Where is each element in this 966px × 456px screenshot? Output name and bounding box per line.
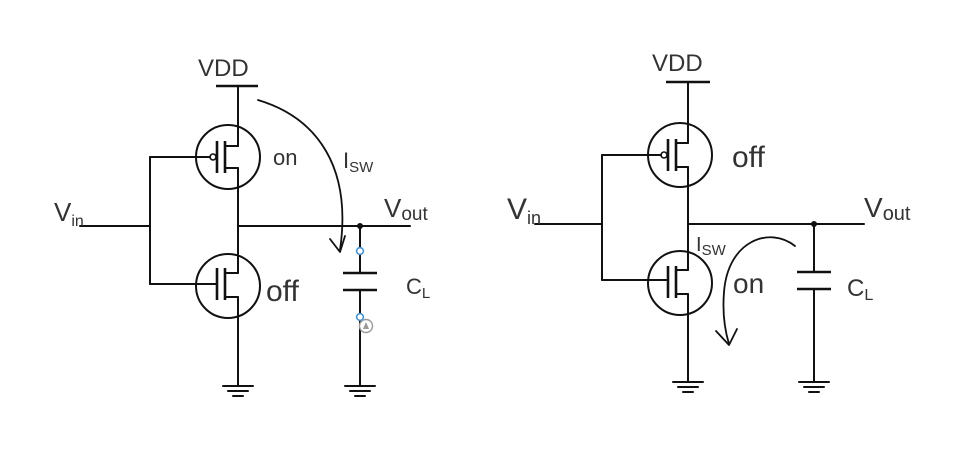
right-nmos-state-label: on: [733, 268, 764, 299]
left-nmos-state-label: off: [266, 275, 299, 308]
right-vin-label: Vin: [507, 193, 541, 228]
right-load-capacitor: [797, 223, 831, 383]
right-nmos-transistor: [601, 223, 713, 383]
left-vin-label: Vin: [54, 197, 84, 230]
right-nmos-ground: [672, 381, 704, 393]
right-isw-label: ISW: [696, 234, 727, 259]
right-isw-arrowhead: [715, 328, 738, 346]
right-pmos-transistor: [601, 122, 713, 225]
left-capacitor-ground: [344, 385, 376, 397]
left-nmos-transistor: [149, 225, 261, 387]
right-vout-label: Vout: [864, 192, 911, 225]
left-nmos-ground: [222, 385, 254, 397]
left-isw-label: ISW: [343, 148, 374, 176]
right-pmos-state-label: off: [732, 141, 765, 174]
left-isw-arrow: [257, 99, 344, 251]
left-isw-arrowhead: [329, 235, 346, 253]
left-selection-handle-top: [355, 246, 365, 256]
right-cl-label: CL: [847, 275, 873, 304]
left-cl-label: CL: [406, 274, 430, 302]
left-vdd-label: VDD: [198, 55, 249, 82]
right-capacitor-ground: [798, 381, 830, 393]
left-pmos-transistor: [149, 124, 261, 227]
left-nmos-circle: [195, 253, 261, 319]
right-circuit: VDD Vin Vout off on ISW CL: [507, 50, 911, 393]
left-pmos-state-label: on: [273, 145, 297, 170]
left-circuit: VDD Vin Vout on off ISW CL: [54, 55, 430, 397]
left-vout-label: Vout: [384, 193, 428, 225]
left-load-capacitor: [343, 225, 377, 387]
right-vdd-label: VDD: [652, 50, 703, 77]
left-selection-handle-bottom: [355, 312, 365, 322]
right-isw-arrow: [722, 236, 796, 345]
right-nmos-circle: [647, 250, 713, 316]
